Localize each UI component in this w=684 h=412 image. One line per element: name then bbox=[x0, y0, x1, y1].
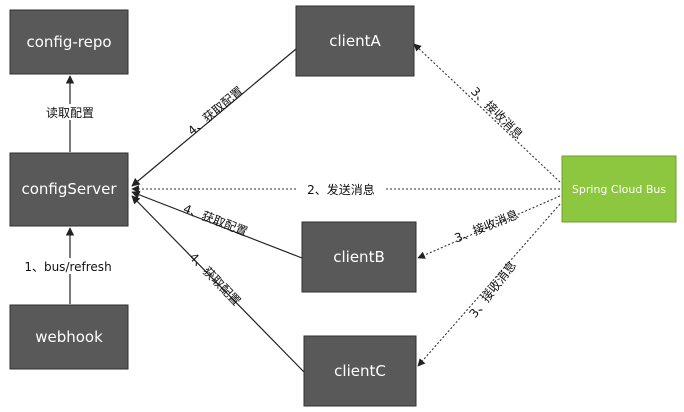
label-send-message: 2、发送消息 bbox=[307, 182, 375, 197]
edge-fetch-a bbox=[131, 43, 303, 187]
node-spring-cloud-bus: Spring Cloud Bus bbox=[561, 155, 677, 223]
label-bus-refresh: 1、bus/refresh bbox=[24, 260, 111, 274]
label-receive-a: 3、接收消息 bbox=[468, 84, 526, 142]
edge-fetch-c bbox=[131, 195, 305, 373]
node-client-b-label: clientB bbox=[333, 248, 385, 266]
label-fetch-b: 4、获取配置 bbox=[181, 202, 249, 239]
label-fetch-a: 4、获取配置 bbox=[185, 84, 246, 138]
node-client-a-label: clientA bbox=[329, 32, 381, 50]
label-receive-c: 3、接收消息 bbox=[466, 258, 519, 321]
label-read-config: 读取配置 bbox=[46, 106, 94, 120]
node-config-repo: config-repo bbox=[9, 9, 129, 75]
node-webhook-label: webhook bbox=[35, 328, 103, 346]
node-client-a: clientA bbox=[295, 5, 415, 77]
node-client-c: clientC bbox=[303, 335, 417, 407]
node-client-c-label: clientC bbox=[334, 362, 386, 380]
node-client-b: clientB bbox=[301, 221, 417, 293]
node-spring-cloud-bus-label: Spring Cloud Bus bbox=[572, 183, 666, 196]
edge-receive-b bbox=[417, 195, 561, 259]
label-receive-b: 3、接收消息 bbox=[452, 206, 520, 245]
label-fetch-c: 4、获取配置 bbox=[186, 250, 243, 308]
node-webhook: webhook bbox=[9, 304, 129, 370]
edge-receive-a bbox=[413, 43, 561, 183]
edge-fetch-b bbox=[131, 190, 303, 259]
node-config-server: configServer bbox=[9, 152, 129, 227]
node-config-server-label: configServer bbox=[21, 180, 117, 198]
node-config-repo-label: config-repo bbox=[26, 33, 111, 51]
